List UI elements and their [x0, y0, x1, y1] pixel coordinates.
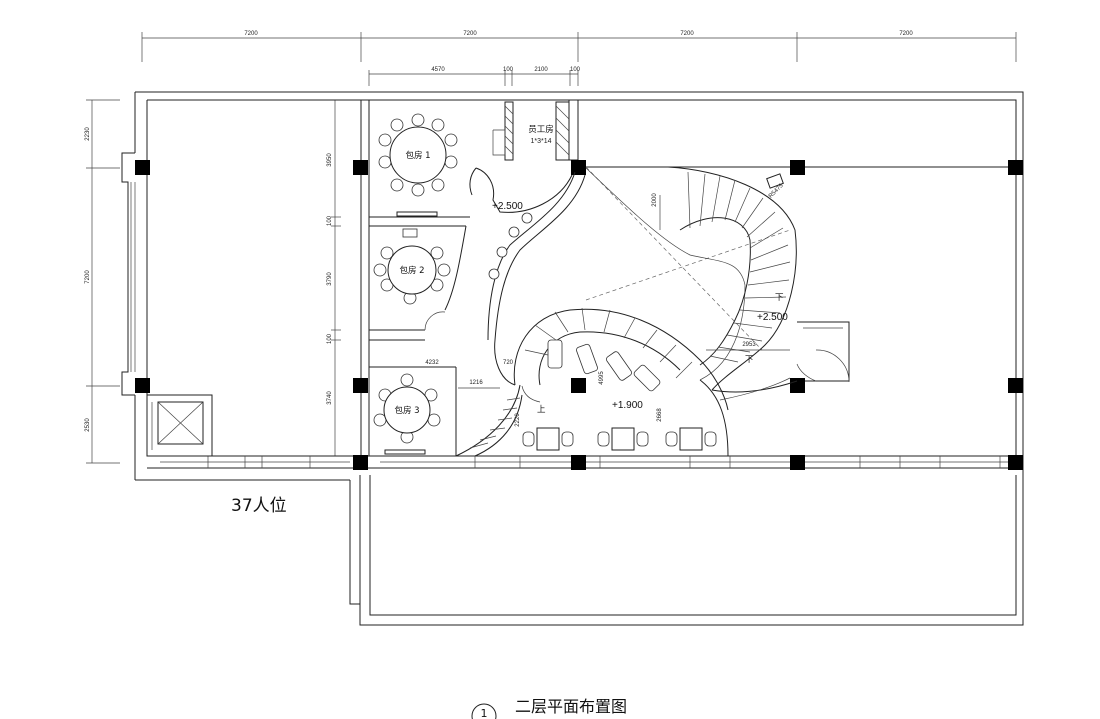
mid-dimension-chain: 3950 100 3790 100 3740 — [327, 100, 341, 456]
dim-mid-1: 3950 — [327, 153, 333, 167]
dim-r5475: R5475 — [768, 182, 785, 199]
private-room-1-sideboard — [396, 211, 438, 217]
staff-room-label: 员工房 — [528, 124, 554, 135]
dim-2953: 2953 — [742, 342, 756, 348]
dim-2220: 2220 — [515, 413, 521, 427]
window-marks — [160, 456, 1010, 468]
structural-columns — [135, 160, 1023, 470]
dim-top-bay-2: 7200 — [463, 31, 477, 37]
private-room-2-label: 包房 2 — [399, 265, 424, 276]
bar-level: +2.500 — [492, 201, 523, 212]
dim-1216: 1216 — [469, 380, 483, 386]
booth-seating — [513, 307, 729, 411]
dining-tables: +1.900 — [522, 400, 717, 451]
dim-top-bay-1: 7200 — [244, 31, 258, 37]
lower-staircase: 下 — [699, 349, 850, 457]
drawing-number: 1 — [481, 707, 488, 719]
private-room-3-table: 包房 3 — [373, 373, 441, 444]
open-void-outline — [585, 166, 791, 381]
dining-level: +1.900 — [612, 400, 643, 411]
stair-down-label-1: 下 — [775, 293, 784, 303]
dim-mid-5: 3740 — [327, 391, 333, 405]
dim-720: 720 — [503, 360, 514, 366]
staff-room-spec: 1*3*14 — [530, 138, 551, 145]
dim-4995: 4995 — [599, 371, 605, 385]
private-room-2-table: 包房 2 — [373, 228, 451, 305]
left-small-stair: 上 — [455, 384, 546, 457]
capacity-label: 37人位 — [231, 496, 287, 516]
dim-sub-4: 100 — [570, 67, 581, 73]
interior-walls — [146, 99, 1016, 457]
dim-4232: 4232 — [425, 360, 439, 366]
private-room-1-table: 包房 1 — [378, 113, 458, 197]
private-room-1-label: 包房 1 — [405, 150, 430, 161]
dim-sub-2: 100 — [503, 67, 514, 73]
misc-dimensions: 2000 4232 720 1216 4995 2220 2668 2953 R… — [425, 182, 790, 427]
dim-top-bay-3: 7200 — [680, 31, 694, 37]
dim-2000: 2000 — [652, 193, 658, 207]
top-dimension-chain: 7200 7200 7200 7200 4570 100 2100 100 — [141, 31, 1017, 86]
bar-counter: +2.500 — [469, 167, 586, 386]
drawing-number-circle — [471, 703, 497, 719]
dim-left-2: 7200 — [85, 270, 91, 284]
dim-top-bay-4: 7200 — [899, 31, 913, 37]
drawing-title: 二层平面布置图 — [515, 697, 627, 716]
dim-mid-4: 100 — [327, 333, 333, 344]
dim-left-1: 2230 — [85, 127, 91, 141]
dim-left-3: 2530 — [85, 418, 91, 432]
dim-mid-2: 100 — [327, 215, 333, 226]
left-dimension-chain: 2230 7200 2530 — [85, 99, 120, 464]
stair-down-label-2: 下 — [745, 355, 754, 365]
dim-sub-3: 2100 — [534, 67, 548, 73]
spiral-staircase: 下 +2.500 — [667, 166, 797, 391]
private-room-3-label: 包房 3 — [394, 405, 419, 416]
dim-mid-3: 3790 — [327, 272, 333, 286]
private-room-3-sideboard — [384, 449, 426, 455]
landing-level: +2.500 — [757, 312, 788, 323]
stair-up-label: 上 — [537, 405, 546, 415]
dim-2668: 2668 — [657, 408, 663, 422]
dim-sub-1: 4570 — [431, 67, 445, 73]
